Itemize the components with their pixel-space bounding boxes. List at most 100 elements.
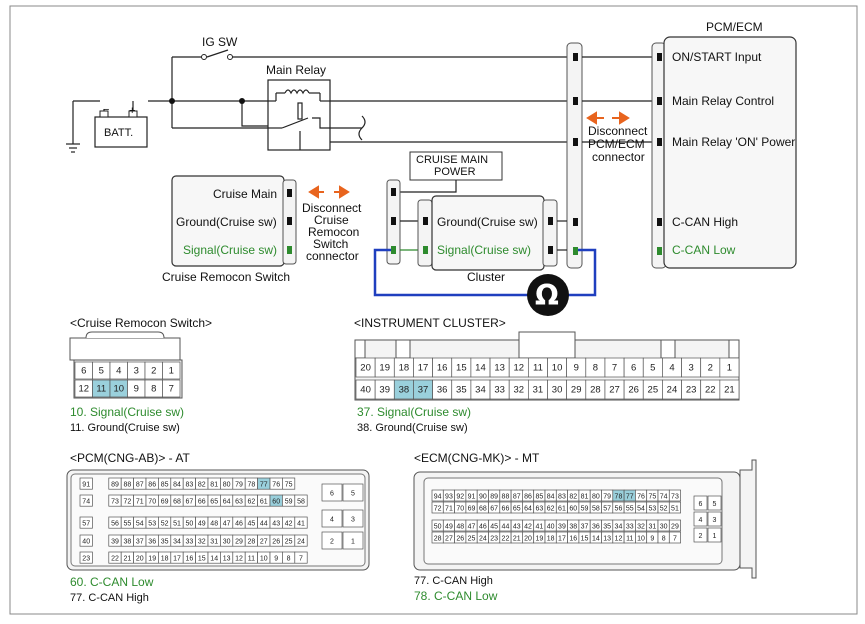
pin-label: 79 <box>603 494 611 501</box>
pin-label: 25 <box>648 385 659 396</box>
pin-label: 12 <box>78 384 89 395</box>
pin-label: 74 <box>82 499 90 506</box>
pin-label: 94 <box>434 494 442 501</box>
pin-label: 68 <box>479 506 487 513</box>
pin-label: 85 <box>535 494 543 501</box>
pin-label: 67 <box>186 499 194 506</box>
pin-cell <box>342 483 364 502</box>
svg-text:Ω: Ω <box>535 279 559 312</box>
pin-label: 67 <box>490 506 498 513</box>
remocon-connector-title: <Cruise Remocon Switch> <box>70 316 212 330</box>
pin-cell <box>693 511 708 527</box>
pin-label: 8 <box>151 384 156 395</box>
pin-label: 29 <box>671 524 679 531</box>
pin-label: 36 <box>437 385 448 396</box>
pin-label: 54 <box>136 521 144 528</box>
pin-cell <box>79 534 93 547</box>
pin-label: 23 <box>686 385 697 396</box>
pin-label: 77 <box>626 494 634 501</box>
pin-label: 46 <box>235 521 243 528</box>
pin-label: 51 <box>671 506 679 513</box>
pin-label: 93 <box>445 494 453 501</box>
pin-label: 38 <box>569 524 577 531</box>
pin-cell <box>294 534 308 547</box>
pin-label: 80 <box>223 482 231 489</box>
disconnect-pcm-line1: Disconnect <box>588 124 648 138</box>
pin-label: 45 <box>248 521 256 528</box>
pin-label: 2 <box>708 363 713 374</box>
disconnect-remocon-line5: connector <box>306 249 359 263</box>
pcm-ecm-title: PCM/ECM <box>706 20 763 34</box>
pcm-pin-can-high: C-CAN High <box>672 215 738 229</box>
pin-label: 17 <box>418 363 429 374</box>
pin-label: 34 <box>615 524 623 531</box>
pin-label: 59 <box>581 506 589 513</box>
pin-label: 7 <box>673 536 677 543</box>
pin-label: 15 <box>198 556 206 563</box>
pin-label: 39 <box>379 385 390 396</box>
pin-label: 62 <box>547 506 555 513</box>
pin-label: 38 <box>399 385 410 396</box>
remocon-switch-label: Cruise Remocon Switch <box>162 270 290 284</box>
remocon-note-signal: 10. Signal(Cruise sw) <box>70 405 184 419</box>
pin-label: 28 <box>590 385 601 396</box>
batt-label: BATT. <box>104 127 133 139</box>
pin-label: 48 <box>456 524 464 531</box>
pin-label: 89 <box>490 494 498 501</box>
pin-label: 83 <box>186 482 194 489</box>
pin-label: 15 <box>456 363 467 374</box>
pin-label: 10 <box>637 536 645 543</box>
pin-label: 52 <box>660 506 668 513</box>
pin-label: 68 <box>173 499 181 506</box>
pin-label: 34 <box>475 385 486 396</box>
pin-label: 5 <box>650 363 655 374</box>
pin-label: 12 <box>615 536 623 543</box>
pin-label: 32 <box>198 539 206 546</box>
pin-label: 3 <box>134 366 139 377</box>
pin-label: 75 <box>648 494 656 501</box>
pin-label: 91 <box>468 494 476 501</box>
pin-label: 2 <box>330 539 334 546</box>
pin-cell <box>668 501 681 514</box>
pin-label: 9 <box>134 384 139 395</box>
ig-sw-label: IG SW <box>202 35 238 49</box>
pin-label: 11 <box>96 384 106 395</box>
pin-label: 39 <box>111 539 119 546</box>
pin-label: 9 <box>650 536 654 543</box>
pin-label: 15 <box>581 536 589 543</box>
pin-label: 4 <box>669 363 674 374</box>
pin-label: 29 <box>571 385 582 396</box>
pin-label: 27 <box>260 539 268 546</box>
pin-label: 69 <box>468 506 476 513</box>
pin-label: 32 <box>513 385 524 396</box>
pin-label: 19 <box>379 363 390 374</box>
pin-label: 42 <box>524 524 532 531</box>
pin-label: 7 <box>299 556 303 563</box>
pin-label: 22 <box>502 536 510 543</box>
pin-label: 72 <box>434 506 442 513</box>
pin-cell <box>668 489 681 502</box>
pin-label: 16 <box>437 363 448 374</box>
pin-label: 7 <box>612 363 617 374</box>
disconnect-pcm-line3: connector <box>592 150 645 164</box>
pin-label: 48 <box>210 521 218 528</box>
pin-label: 56 <box>111 521 119 528</box>
pcm-note-can-high: 77. C-CAN High <box>70 592 149 604</box>
pin-label: 18 <box>161 556 169 563</box>
pin-label: 19 <box>535 536 543 543</box>
pin-label: 40 <box>547 524 555 531</box>
pin-label: 10 <box>552 363 563 374</box>
pin-label: 60 <box>272 499 280 506</box>
pin-label: 71 <box>136 499 144 506</box>
pcm-pin-main-relay-on-power: Main Relay 'ON' Power <box>672 135 795 149</box>
disconnect-remocon-line4: Switch <box>313 237 348 251</box>
ohmmeter-loop <box>373 248 597 297</box>
pin-label: 44 <box>502 524 510 531</box>
pin-label: 43 <box>272 521 280 528</box>
pin-label: 26 <box>272 539 280 546</box>
pin-label: 82 <box>569 494 577 501</box>
pin-label: 79 <box>235 482 243 489</box>
pin-label: 82 <box>198 482 206 489</box>
cluster-pin-signal: Signal(Cruise sw) <box>437 243 531 257</box>
